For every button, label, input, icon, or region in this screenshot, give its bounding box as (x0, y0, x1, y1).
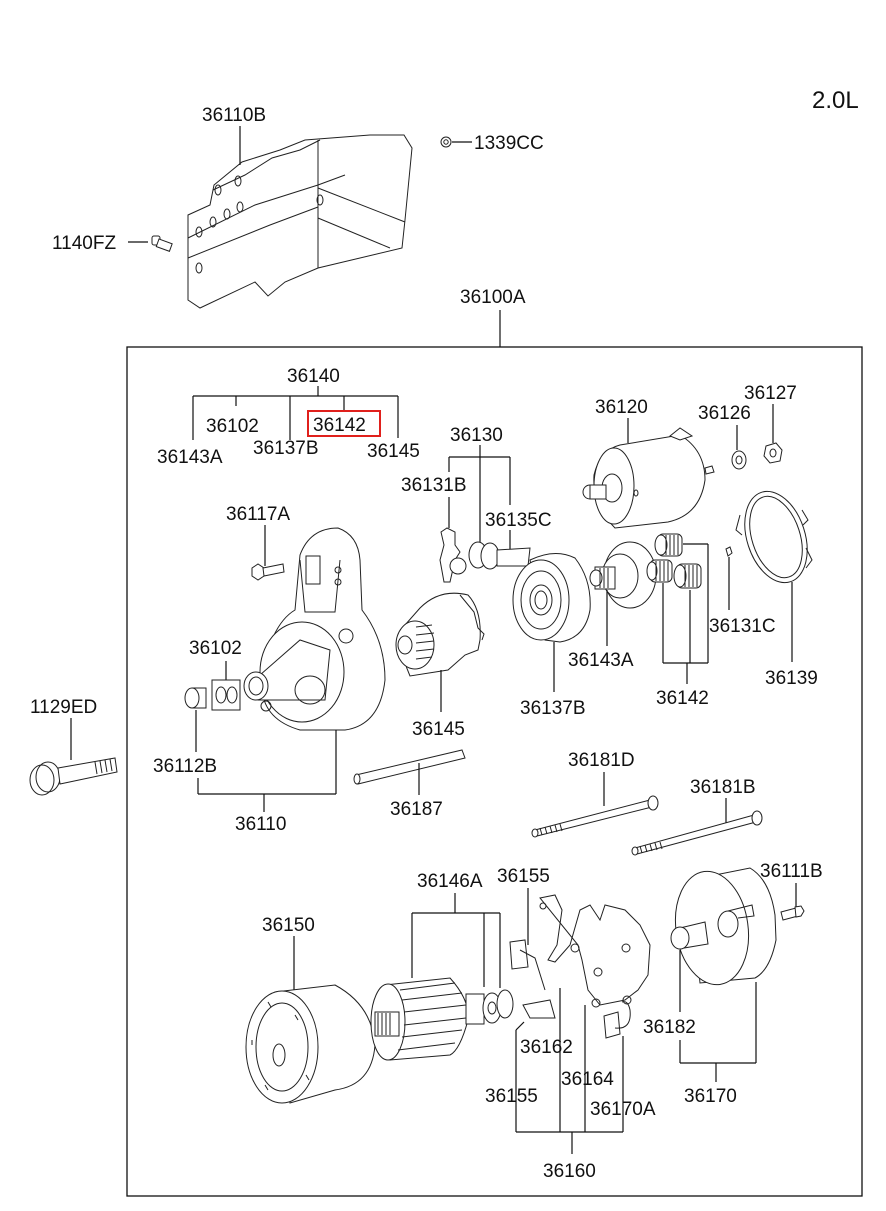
label-36142[interactable]: 36142 (656, 688, 709, 709)
bush-box-36102 (211, 679, 241, 711)
label-36135C[interactable]: 36135C (485, 510, 552, 531)
label-36102-group[interactable]: 36102 (206, 416, 259, 437)
label-36126[interactable]: 36126 (698, 403, 751, 424)
pinion-36145[interactable] (395, 592, 485, 677)
bush-36102[interactable] (215, 686, 238, 704)
label-1140FZ[interactable]: 1140FZ (52, 233, 116, 254)
bolt-1129ED[interactable] (29, 757, 118, 796)
washer-36126[interactable] (731, 450, 747, 470)
internal-gear-36137B[interactable] (512, 553, 591, 643)
label-36139[interactable]: 36139 (765, 668, 818, 689)
label-36145-group[interactable]: 36145 (367, 441, 420, 462)
label-36142-highlighted[interactable]: 36142 (313, 415, 366, 436)
screw-36111B[interactable] (780, 905, 805, 921)
shift-lever-36131B[interactable] (439, 527, 467, 583)
label-36187[interactable]: 36187 (390, 799, 443, 820)
label-36102[interactable]: 36102 (189, 638, 242, 659)
label-36130[interactable]: 36130 (450, 425, 503, 446)
label-36146A[interactable]: 36146A (417, 871, 483, 892)
planet-gears-36142[interactable] (646, 533, 702, 589)
highlight-box-36142 (307, 410, 381, 437)
label-36137B-group[interactable]: 36137B (253, 438, 319, 459)
armature-36146A[interactable] (370, 977, 514, 1061)
rear-cover-36170[interactable] (668, 867, 777, 990)
label-36140[interactable]: 36140 (287, 366, 340, 387)
label-36164[interactable]: 36164 (561, 1069, 614, 1090)
through-bolt-36181B[interactable] (631, 810, 763, 856)
label-36143A[interactable]: 36143A (568, 650, 634, 671)
label-1129ED[interactable]: 1129ED (30, 697, 97, 718)
ring-36139[interactable] (734, 483, 818, 590)
planet-gear-1[interactable] (654, 533, 683, 557)
label-36170A[interactable]: 36170A (590, 1099, 656, 1120)
label-36160[interactable]: 36160 (543, 1161, 596, 1182)
nut-36127[interactable] (763, 442, 783, 464)
label-36150[interactable]: 36150 (262, 915, 315, 936)
planet-shaft-36143A[interactable] (589, 541, 657, 609)
bolt-1140FZ[interactable] (151, 235, 173, 252)
bolt-36117A[interactable] (251, 563, 285, 581)
solenoid-36120[interactable] (582, 427, 715, 529)
label-36170[interactable]: 36170 (684, 1086, 737, 1107)
label-36112B[interactable]: 36112B (153, 756, 217, 777)
planet-gear-2[interactable] (646, 559, 673, 583)
label-36127[interactable]: 36127 (744, 383, 797, 404)
label-36131B[interactable]: 36131B (401, 475, 467, 496)
label-36100A[interactable]: 36100A (460, 287, 526, 308)
label-36181B[interactable]: 36181B (690, 777, 756, 798)
label-36120[interactable]: 36120 (595, 397, 648, 418)
label-36162[interactable]: 36162 (520, 1037, 573, 1058)
stud-36187[interactable] (353, 749, 466, 785)
label-1339CC[interactable]: 1339CC (474, 133, 544, 154)
nut-1339CC[interactable] (440, 136, 452, 148)
front-housing-36110[interactable] (243, 527, 386, 731)
brush-plate-36162[interactable] (539, 894, 651, 1008)
bush-36112B[interactable] (184, 687, 207, 709)
plunger-36135C[interactable] (468, 541, 531, 570)
label-36137B[interactable]: 36137B (520, 698, 586, 719)
label-36143A-group[interactable]: 36143A (157, 447, 223, 468)
label-36182[interactable]: 36182 (643, 1017, 696, 1038)
assembly-frame (126, 346, 863, 1197)
label-36145[interactable]: 36145 (412, 719, 465, 740)
through-bolt-36181D[interactable] (531, 795, 659, 838)
engine-label: 2.0L (812, 87, 859, 114)
label-36155-bottom[interactable]: 36155 (485, 1086, 538, 1107)
label-36110B[interactable]: 36110B (202, 105, 266, 126)
label-36131C[interactable]: 36131C (709, 616, 776, 637)
label-36181D[interactable]: 36181D (568, 750, 635, 771)
yoke-36150[interactable] (245, 984, 376, 1104)
label-36117A[interactable]: 36117A (226, 504, 290, 525)
heat-shield[interactable] (187, 134, 413, 309)
label-36155-top[interactable]: 36155 (497, 866, 550, 887)
brush-36155-top[interactable] (509, 939, 556, 1019)
plate-36131C[interactable] (725, 546, 733, 557)
label-36110[interactable]: 36110 (235, 814, 286, 835)
label-36111B[interactable]: 36111B (760, 861, 823, 882)
brush-36170A[interactable] (603, 1001, 631, 1039)
planet-gear-3[interactable] (673, 563, 702, 589)
